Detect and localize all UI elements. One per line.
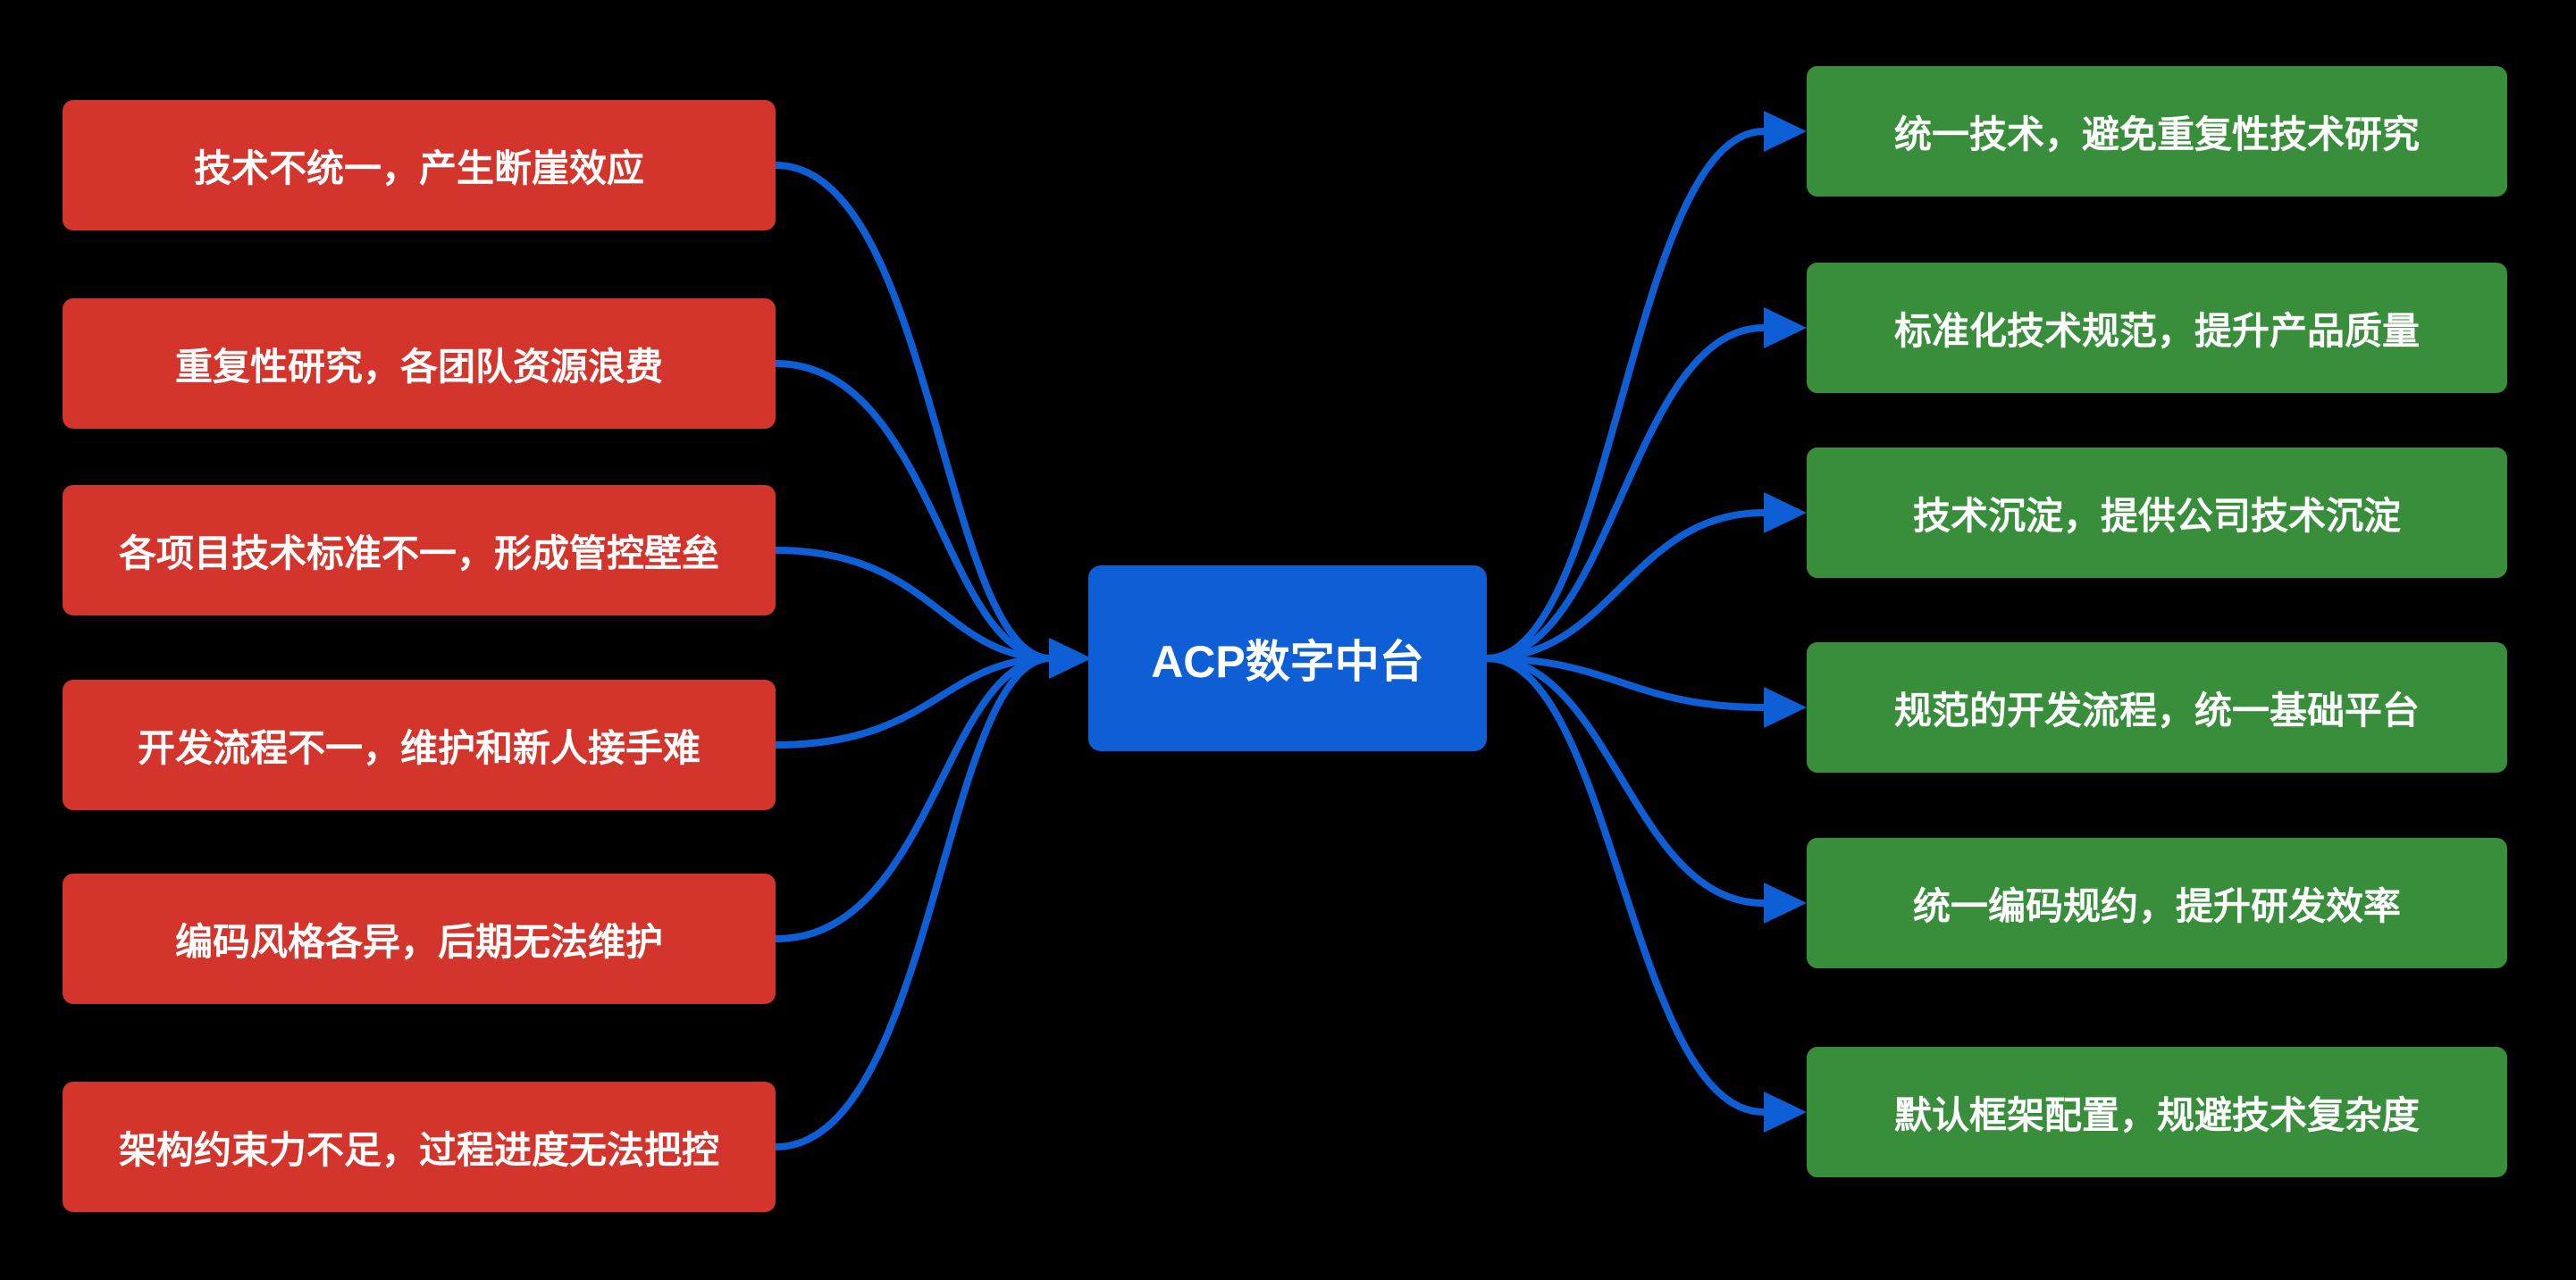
problem-node-1-label: 技术不统一，产生断崖效应: [193, 146, 644, 189]
solution-node-2[interactable]: 标准化技术规范，提升产品质量: [1807, 263, 2507, 393]
problem-node-6[interactable]: 架构约束力不足，过程进度无法把控: [63, 1082, 776, 1212]
connector-right-2: [1483, 324, 1767, 662]
connector-right-3: [1483, 509, 1767, 662]
solution-node-1-label: 统一技术，避免重复性技术研究: [1893, 113, 2420, 155]
connector-right-4: [1483, 655, 1767, 711]
solution-node-3[interactable]: 技术沉淀，提供公司技术沉淀: [1807, 448, 2507, 578]
problem-node-5[interactable]: 编码风格各异，后期无法维护: [63, 874, 776, 1004]
problem-node-3[interactable]: 各项目技术标准不一，形成管控壁垒: [63, 485, 776, 615]
solution-node-4[interactable]: 规范的开发流程，统一基础平台: [1807, 642, 2507, 773]
connector-left-3: [772, 547, 1054, 662]
problem-node-4[interactable]: 开发流程不一，维护和新人接手难: [63, 680, 776, 810]
center-node-label: ACP数字中台: [1151, 637, 1424, 687]
solution-node-5-label: 统一编码规约，提升研发效率: [1912, 884, 2401, 927]
connector-left-6: [772, 655, 1054, 1150]
arrowhead-solution-6-icon: [1764, 1092, 1807, 1133]
problem-node-5-label: 编码风格各异，后期无法维护: [174, 920, 663, 963]
arrowhead-center-icon: [1049, 638, 1092, 679]
solution-node-6-label: 默认框架配置，规避技术复杂度: [1893, 1093, 2420, 1136]
solution-node-4-label: 规范的开发流程，统一基础平台: [1893, 689, 2420, 732]
connector-left-4: [772, 655, 1054, 749]
connector-left-5: [772, 655, 1054, 942]
center-node[interactable]: ACP数字中台: [1088, 565, 1487, 751]
problem-node-3-label: 各项目技术标准不一，形成管控壁垒: [118, 531, 719, 574]
arrowhead-solution-3-icon: [1764, 492, 1807, 533]
problem-node-2-label: 重复性研究，各团队资源浪费: [174, 345, 663, 388]
arrowhead-solution-2-icon: [1764, 307, 1807, 348]
arrowhead-solution-4-icon: [1764, 687, 1807, 728]
connector-right-1: [1483, 128, 1767, 662]
problem-node-1[interactable]: 技术不统一，产生断崖效应: [63, 100, 776, 230]
solution-node-5[interactable]: 统一编码规约，提升研发效率: [1807, 838, 2507, 968]
connector-right-6: [1483, 655, 1767, 1116]
connector-left-1: [772, 162, 1054, 662]
solution-node-6[interactable]: 默认框架配置，规避技术复杂度: [1807, 1047, 2507, 1177]
problem-node-4-label: 开发流程不一，维护和新人接手难: [137, 726, 701, 769]
solution-node-2-label: 标准化技术规范，提升产品质量: [1893, 309, 2420, 352]
arrowhead-solution-5-icon: [1764, 883, 1807, 924]
solution-node-1[interactable]: 统一技术，避免重复性技术研究: [1807, 66, 2507, 197]
solution-node-3-label: 技术沉淀，提供公司技术沉淀: [1912, 494, 2401, 537]
connector-right-5: [1483, 655, 1767, 907]
connector-left-2: [772, 360, 1054, 662]
problem-node-2[interactable]: 重复性研究，各团队资源浪费: [63, 298, 776, 429]
arrowhead-solution-1-icon: [1764, 111, 1807, 152]
problem-node-6-label: 架构约束力不足，过程进度无法把控: [118, 1128, 719, 1171]
